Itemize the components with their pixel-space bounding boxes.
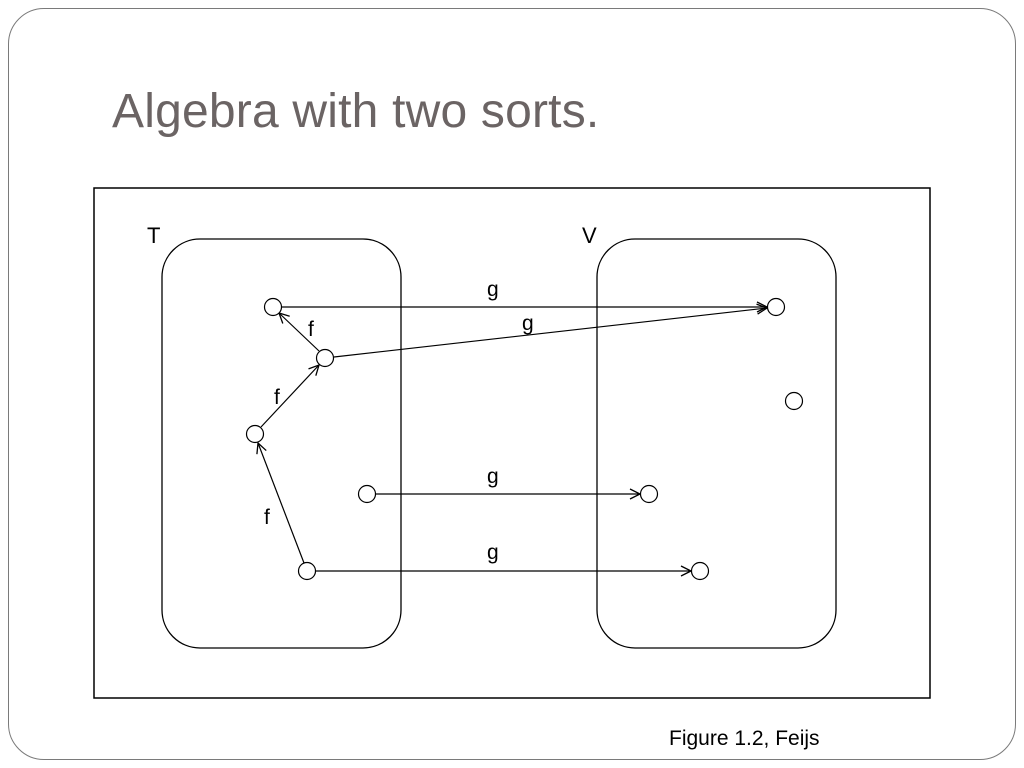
node-t3 bbox=[245, 424, 265, 444]
node-t2 bbox=[315, 348, 335, 368]
node-t4 bbox=[357, 484, 377, 504]
slide-title: Algebra with two sorts. bbox=[112, 85, 600, 138]
edge-label-g-t2-v1: g bbox=[522, 312, 534, 335]
node-t5 bbox=[297, 561, 317, 581]
edge-label-g-t4-v3: g bbox=[487, 465, 499, 488]
sort-t-label: T bbox=[147, 223, 160, 248]
edge-f-t3-t2 bbox=[260, 365, 319, 428]
sort-v-container bbox=[596, 238, 837, 649]
edge-label-f-t3-t2: f bbox=[274, 386, 280, 409]
node-v4 bbox=[690, 561, 710, 581]
sort-t-container bbox=[161, 238, 402, 649]
edge-g-t2-v1 bbox=[333, 308, 767, 358]
sort-v-label: V bbox=[582, 223, 597, 248]
slide-frame bbox=[8, 8, 1016, 760]
node-v3 bbox=[639, 484, 659, 504]
edge-f-t5-t3 bbox=[258, 443, 305, 564]
edge-label-g-t5-v4: g bbox=[487, 541, 499, 564]
edge-f-t2-t1 bbox=[279, 313, 320, 352]
node-t1 bbox=[263, 297, 283, 317]
diagram-border bbox=[93, 187, 931, 699]
edge-label-f-t2-t1: f bbox=[308, 318, 314, 341]
node-v1 bbox=[766, 297, 786, 317]
figure-caption: Figure 1.2, Feijs bbox=[669, 727, 820, 750]
edge-label-f-t5-t3: f bbox=[264, 506, 270, 529]
edge-label-g-t1-v1: g bbox=[487, 278, 499, 301]
node-v2 bbox=[784, 391, 804, 411]
